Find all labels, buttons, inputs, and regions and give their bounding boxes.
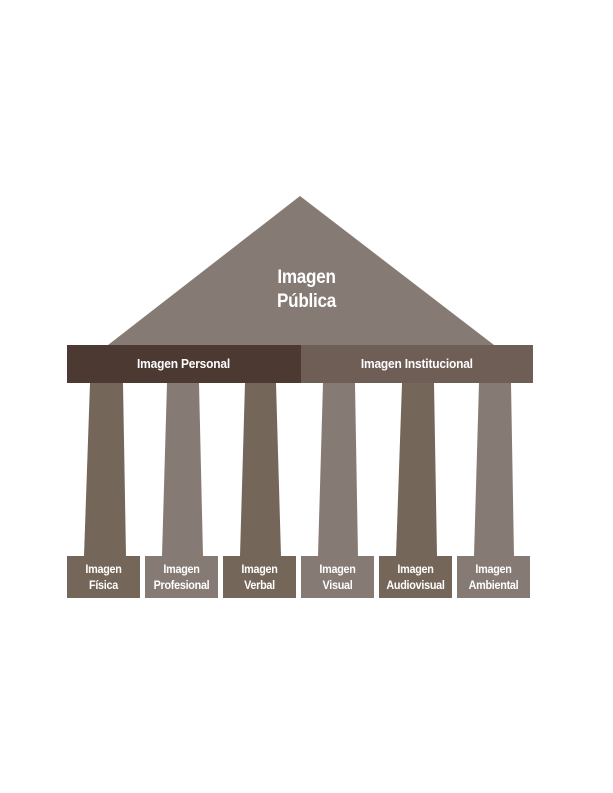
- column-shaft-3: [240, 383, 281, 556]
- column-label-line2: Profesional: [153, 578, 210, 592]
- beam-personal: Imagen Personal: [67, 345, 301, 383]
- column-base-fisica: Imagen Física: [67, 556, 140, 598]
- column-label-line1: Imagen: [397, 562, 434, 576]
- pediment-roof: [108, 196, 494, 345]
- column-base-visual: Imagen Visual: [301, 556, 374, 598]
- column-label-line1: Imagen: [475, 562, 512, 576]
- column-shaft-6: [474, 383, 514, 556]
- column-base-profesional: Imagen Profesional: [145, 556, 218, 598]
- column-label-line2: Visual: [322, 578, 353, 592]
- column-shaft-4: [318, 383, 358, 556]
- beam-institucional: Imagen Institucional: [301, 345, 533, 383]
- column-label-line2: Física: [88, 578, 118, 592]
- column-label-line1: Imagen: [241, 562, 278, 576]
- column-label-line2: Verbal: [244, 578, 275, 592]
- column-base-verbal: Imagen Verbal: [223, 556, 296, 598]
- pediment-title: Imagen Pública: [31, 266, 583, 314]
- column-label-line1: Imagen: [163, 562, 200, 576]
- pediment-title-line2: Pública: [277, 291, 336, 312]
- beam-personal-label: Imagen Personal: [137, 356, 231, 371]
- column-label-line2: Audiovisual: [386, 578, 445, 592]
- column-label-line2: Ambiental: [468, 578, 519, 592]
- pediment-title-line1: Imagen: [277, 267, 336, 288]
- column-shaft-2: [162, 383, 203, 556]
- column-label-line1: Imagen: [319, 562, 356, 576]
- column-base-audiovisual: Imagen Audiovisual: [379, 556, 452, 598]
- column-base-ambiental: Imagen Ambiental: [457, 556, 530, 598]
- column-label-line1: Imagen: [85, 562, 122, 576]
- beam-institucional-label: Imagen Institucional: [361, 356, 473, 371]
- column-shaft-1: [84, 383, 126, 556]
- column-shaft-5: [396, 383, 437, 556]
